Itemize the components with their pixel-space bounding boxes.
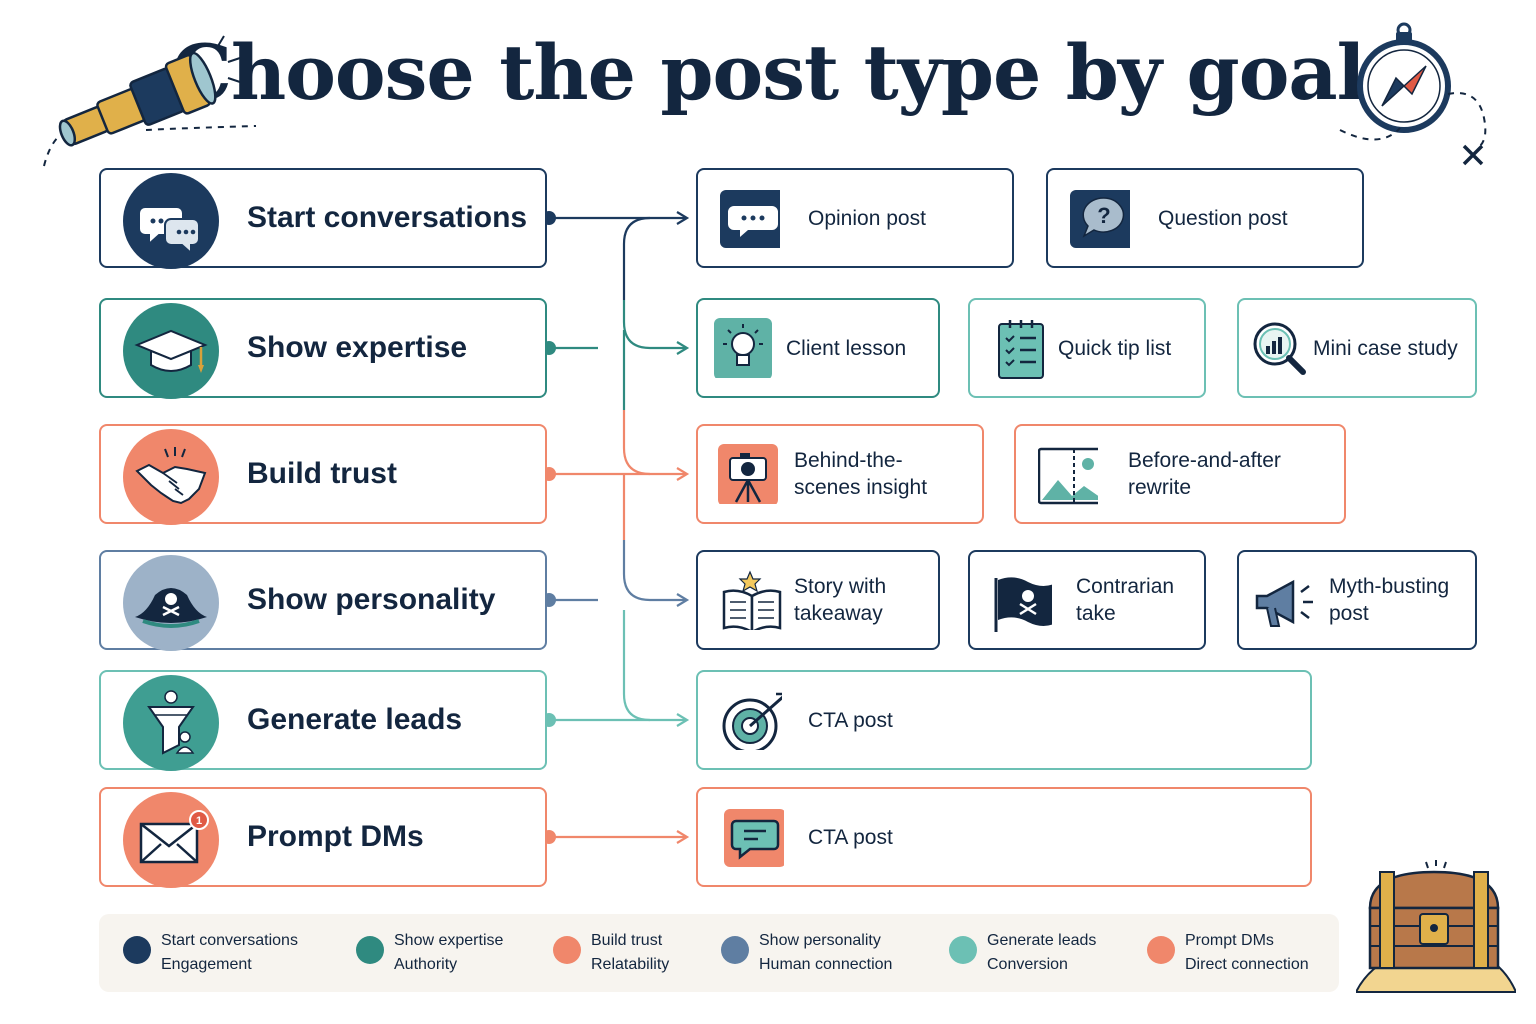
card-label: Contrarian take [1076, 575, 1175, 625]
funnel-icon [123, 675, 219, 771]
card-cta-post-dms: CTA post [696, 787, 1312, 887]
chat-bubbles-icon [123, 173, 219, 269]
card-label: CTA post [808, 708, 893, 732]
goal-label: Generate leads [247, 703, 463, 736]
split-image-icon [1038, 447, 1098, 505]
legend-dot [1147, 936, 1175, 964]
card-mini-case-study: Mini case study [1237, 298, 1477, 398]
card-myth-busting-post: Myth-busting post [1237, 550, 1477, 650]
camera-tripod-icon [718, 444, 778, 504]
pirate-flag-icon [994, 577, 1052, 632]
pirate-hat-icon [123, 555, 219, 651]
goal-label: Prompt DMs [247, 820, 424, 853]
magnifier-chart-icon [1253, 322, 1306, 375]
card-before-and-after-rewrite: Before-and-after rewrite [1014, 424, 1346, 524]
legend-desc: Human connection [759, 956, 893, 973]
card-story-with-takeaway: Story with takeaway [696, 550, 940, 650]
legend-desc: Conversion [987, 956, 1068, 973]
legend-name: Show expertise [394, 932, 504, 949]
goal-label: Start conversations [247, 201, 528, 234]
legend-desc: Direct connection [1185, 956, 1309, 973]
card-label: Question post [1158, 206, 1288, 230]
handshake-icon [123, 429, 219, 525]
checklist-icon [998, 320, 1044, 379]
legend-name: Show personality [759, 932, 881, 949]
legend-name: Prompt DMs [1185, 932, 1274, 949]
card-quick-tip-list: Quick tip list [968, 298, 1206, 398]
legend-name: Start conversations [161, 932, 298, 949]
open-book-icon [722, 570, 782, 630]
goal-show-personality: Show personality [99, 550, 547, 651]
message-icon [724, 809, 784, 867]
lightbulb-icon [714, 318, 772, 378]
goal-start-conversations: Start conversations [99, 168, 547, 269]
legend: Start conversations Engagement Show expe… [99, 914, 1339, 992]
card-client-lesson: Client lesson [696, 298, 940, 398]
goal-label: Build trust [247, 457, 397, 490]
target-icon [722, 692, 782, 750]
card-label: Quick tip list [1058, 336, 1172, 360]
compass-icon [1339, 22, 1487, 147]
goal-label: Show expertise [247, 331, 468, 364]
page-title: Choose the post type by goal [171, 28, 1365, 117]
connector-show-personality [622, 540, 690, 607]
x-mark-icon [1462, 144, 1484, 166]
svg-text:?: ? [1097, 203, 1110, 228]
card-label: Opinion post [808, 206, 926, 230]
card-behind-the-scenes-insight: Behind-the- scenes insight [696, 424, 984, 524]
legend-desc: Relatability [591, 956, 670, 973]
treasure-chest-icon [1356, 860, 1516, 993]
goal-build-trust: Build trust [99, 424, 547, 525]
question-bubble-icon: ? [1070, 190, 1130, 248]
legend-dot [553, 936, 581, 964]
card-label: Myth-busting post [1329, 575, 1450, 625]
goal-label: Show personality [247, 583, 496, 616]
card-opinion-post: Opinion post [696, 168, 1014, 268]
legend-desc: Engagement [161, 956, 252, 973]
legend-dot [949, 936, 977, 964]
graduation-cap-icon [123, 303, 219, 399]
card-label: Mini case study [1313, 336, 1458, 360]
card-contrarian-take: Contrarian take [968, 550, 1206, 650]
card-label: CTA post [808, 825, 893, 849]
card-question-post: ? Question post [1046, 168, 1364, 268]
svg-text:1: 1 [196, 815, 202, 827]
card-label: Behind-the- scenes insight [794, 449, 928, 499]
spyglass-icon [43, 35, 257, 167]
card-label: Story with takeaway [794, 575, 887, 625]
card-cta-post-leads: CTA post [696, 670, 1312, 770]
card-label: Before-and-after rewrite [1128, 449, 1281, 499]
legend-dot [721, 936, 749, 964]
connector-show-expertise [622, 300, 690, 355]
legend-name: Build trust [591, 932, 663, 949]
goal-show-expertise: Show expertise [99, 298, 547, 399]
legend-desc: Authority [394, 956, 458, 973]
card-label: Client lesson [786, 336, 907, 360]
speech-bubble-icon [720, 190, 780, 248]
legend-dot [123, 936, 151, 964]
envelope-icon: 1 [123, 792, 219, 888]
goal-generate-leads: Generate leads [99, 670, 547, 771]
megaphone-icon [1255, 579, 1313, 627]
goal-prompt-dms: 1 Prompt DMs [99, 787, 547, 888]
legend-name: Generate leads [987, 932, 1097, 949]
legend-dot [356, 936, 384, 964]
